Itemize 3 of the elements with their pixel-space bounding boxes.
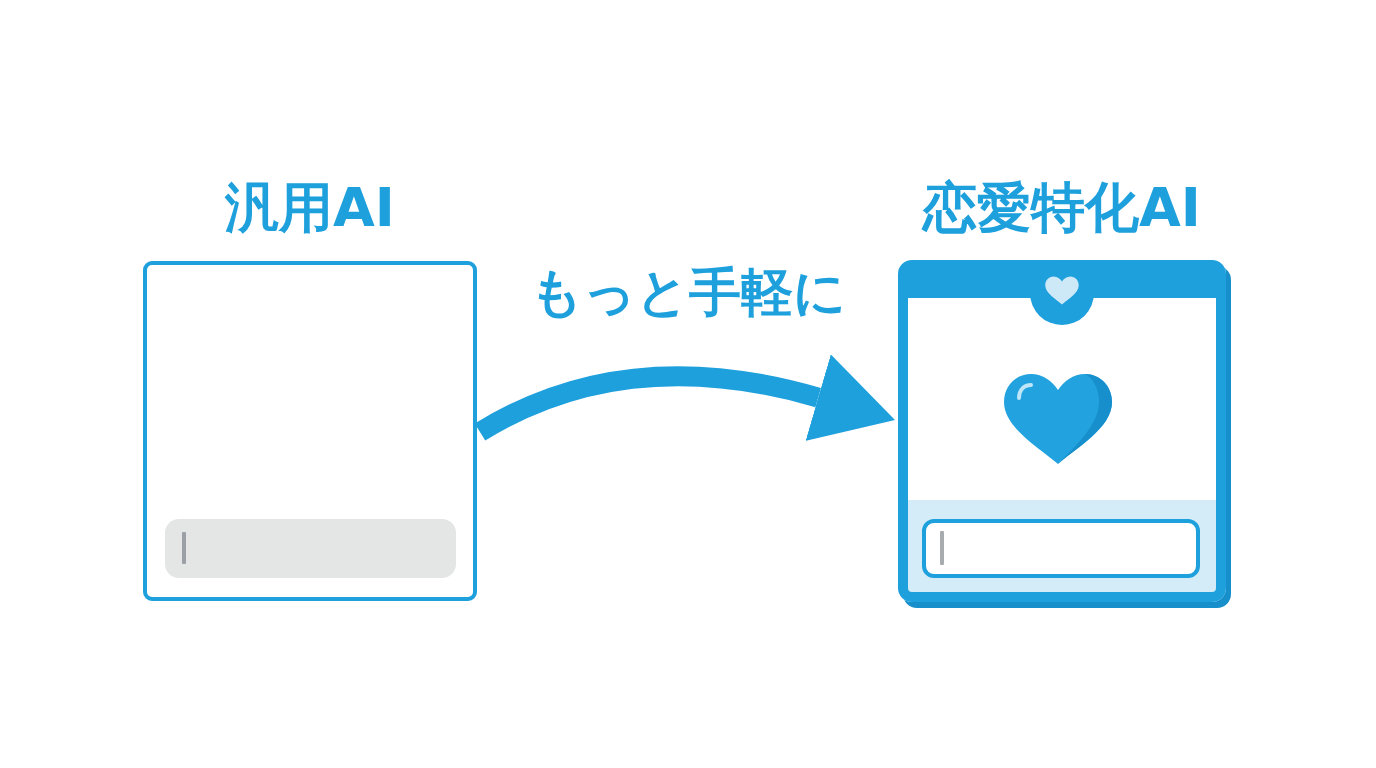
heading: 汎用AI (225, 177, 395, 240)
arrow (475, 354, 896, 442)
heading: 恋愛特化AI (923, 177, 1201, 240)
